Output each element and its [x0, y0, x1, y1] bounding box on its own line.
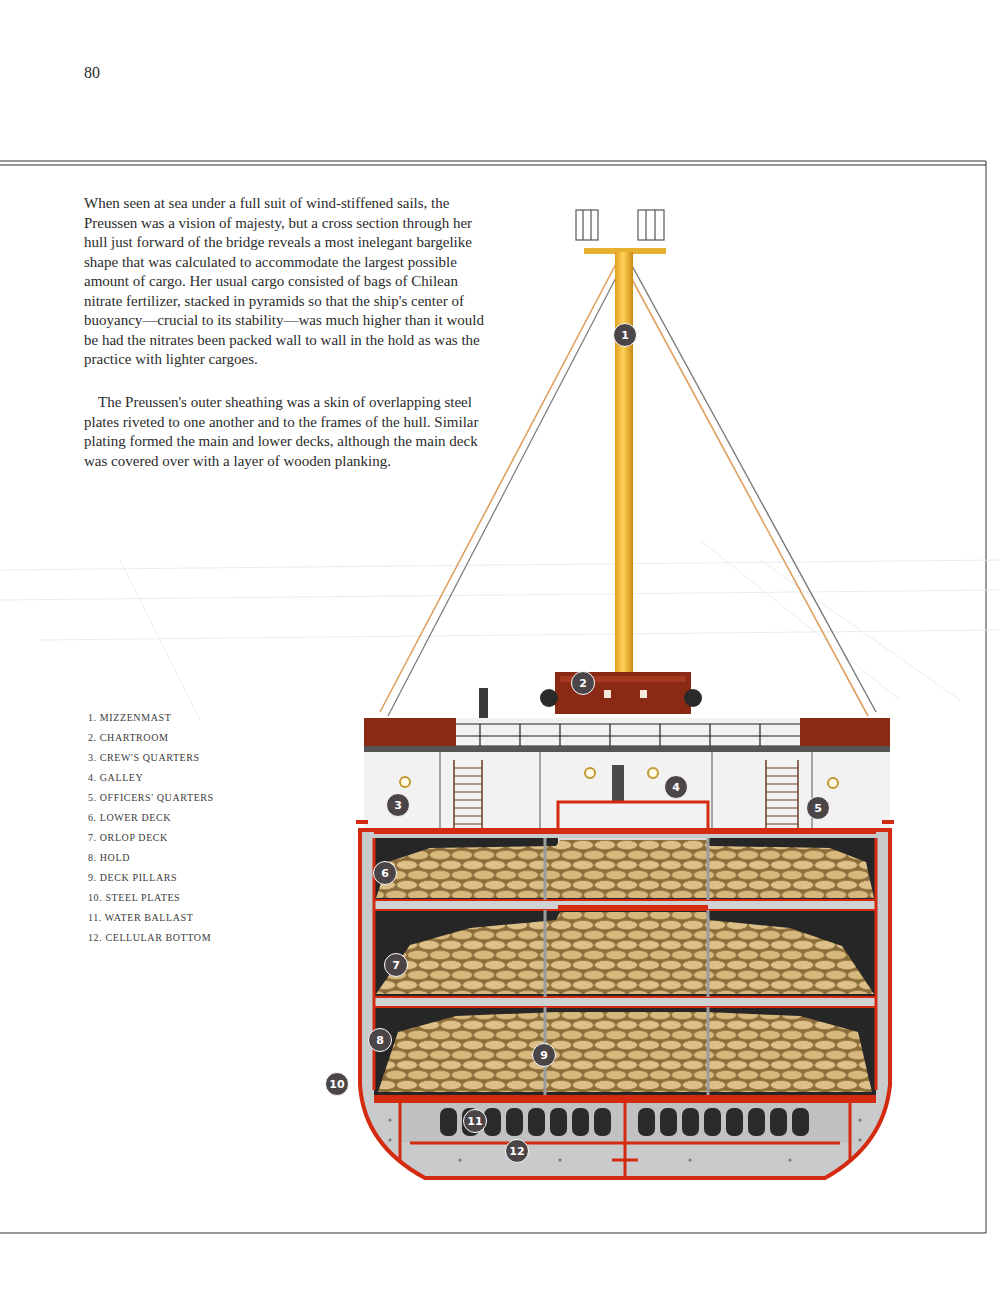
- key-entry: 9. DECK PILLARS: [88, 872, 177, 883]
- key-entry: 10. STEEL PLATES: [88, 892, 180, 903]
- callout-number: 8: [368, 1028, 392, 1052]
- key-entry: 5. OFFICERS' QUARTERS: [88, 792, 214, 803]
- key-entry: 12. CELLULAR BOTTOM: [88, 932, 211, 943]
- callout-number: 5: [806, 796, 830, 820]
- callout-number: 1: [613, 323, 637, 347]
- body-paragraph: When seen at sea under a full suit of wi…: [84, 194, 484, 370]
- callout-number: 4: [664, 775, 688, 799]
- callout-number: 6: [373, 861, 397, 885]
- callout-number: 12: [505, 1139, 529, 1163]
- key-entry: 7. ORLOP DECK: [88, 832, 168, 843]
- key-entry: 3. CREW'S QUARTERS: [88, 752, 200, 763]
- body-paragraph: The Preussen's outer sheathing was a ski…: [84, 393, 484, 471]
- key-entry: 1. MIZZENMAST: [88, 712, 171, 723]
- callout-number: 2: [571, 671, 595, 695]
- key-entry: 2. CHARTROOM: [88, 732, 169, 743]
- page-number: 80: [84, 64, 100, 82]
- callout-number: 11: [463, 1109, 487, 1133]
- callout-number: 7: [384, 953, 408, 977]
- callout-number: 3: [386, 793, 410, 817]
- key-entry: 4. GALLEY: [88, 772, 143, 783]
- callout-number: 9: [532, 1043, 556, 1067]
- key-entry: 8. HOLD: [88, 852, 130, 863]
- callout-number: 10: [325, 1072, 349, 1096]
- key-entry: 11. WATER BALLAST: [88, 912, 193, 923]
- key-entry: 6. LOWER DECK: [88, 812, 171, 823]
